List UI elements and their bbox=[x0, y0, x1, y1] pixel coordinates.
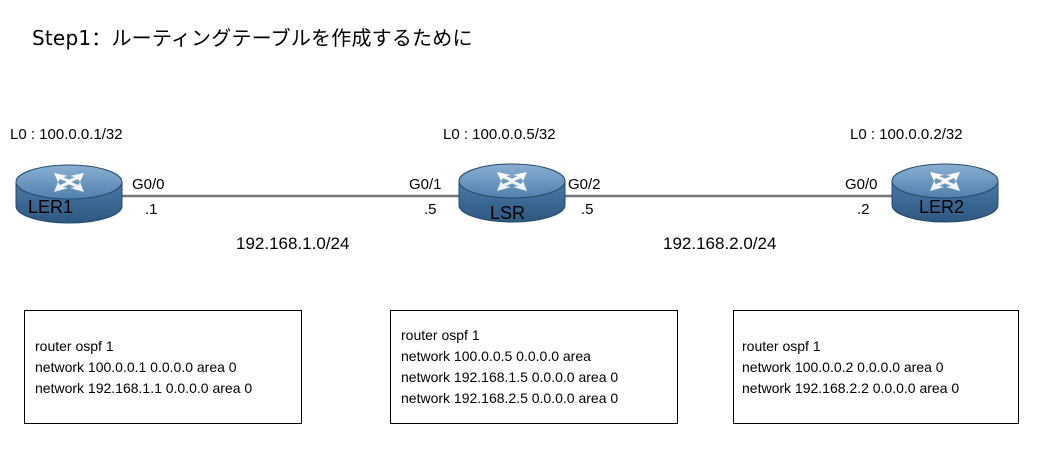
ip-lsr-right: .5 bbox=[581, 201, 594, 218]
ip-ler2: .2 bbox=[857, 201, 870, 218]
config-line: network 192.168.2.5 0.0.0.0 area 0 bbox=[401, 390, 619, 406]
ip-lsr-left: .5 bbox=[424, 201, 437, 218]
config-line: network 100.0.0.2 0.0.0.0 area 0 bbox=[742, 359, 944, 375]
loopback-ler1: L0 : 100.0.0.1/32 bbox=[10, 126, 123, 143]
router-name-ler2: LER2 bbox=[919, 197, 965, 217]
port-lsr-g0-2: G0/2 bbox=[568, 176, 601, 193]
port-ler2-g0-0: G0/0 bbox=[845, 176, 878, 193]
config-line: network 100.0.0.1 0.0.0.0 area 0 bbox=[35, 359, 237, 375]
config-line: router ospf 1 bbox=[742, 338, 821, 354]
port-lsr-g0-1: G0/1 bbox=[409, 176, 442, 193]
network-label-left: 192.168.1.0/24 bbox=[236, 234, 350, 253]
config-line: network 100.0.0.5 0.0.0.0 area bbox=[401, 348, 591, 364]
config-line: router ospf 1 bbox=[401, 327, 480, 343]
config-line: network 192.168.1.1 0.0.0.0 area 0 bbox=[35, 380, 253, 396]
config-line: router ospf 1 bbox=[35, 338, 114, 354]
config-line: network 192.168.2.2 0.0.0.0 area 0 bbox=[742, 380, 960, 396]
loopback-ler2: L0 : 100.0.0.2/32 bbox=[850, 126, 963, 143]
config-box-ler2: router ospf 1 network 100.0.0.2 0.0.0.0 … bbox=[733, 310, 1019, 424]
network-label-right: 192.168.2.0/24 bbox=[663, 234, 777, 253]
config-box-ler1: router ospf 1 network 100.0.0.1 0.0.0.0 … bbox=[24, 310, 302, 424]
config-line: network 192.168.1.5 0.0.0.0 area 0 bbox=[401, 369, 619, 385]
page-title: Step1：ルーティングテーブルを作成するために bbox=[32, 26, 473, 50]
port-ler1-g0-0: G0/0 bbox=[132, 176, 165, 193]
ip-ler1: .1 bbox=[145, 201, 158, 218]
router-name-lsr: LSR bbox=[490, 203, 526, 223]
config-box-lsr: router ospf 1 network 100.0.0.5 0.0.0.0 … bbox=[390, 310, 678, 424]
loopback-lsr: L0 : 100.0.0.5/32 bbox=[443, 126, 556, 143]
router-name-ler1: LER1 bbox=[28, 197, 74, 217]
